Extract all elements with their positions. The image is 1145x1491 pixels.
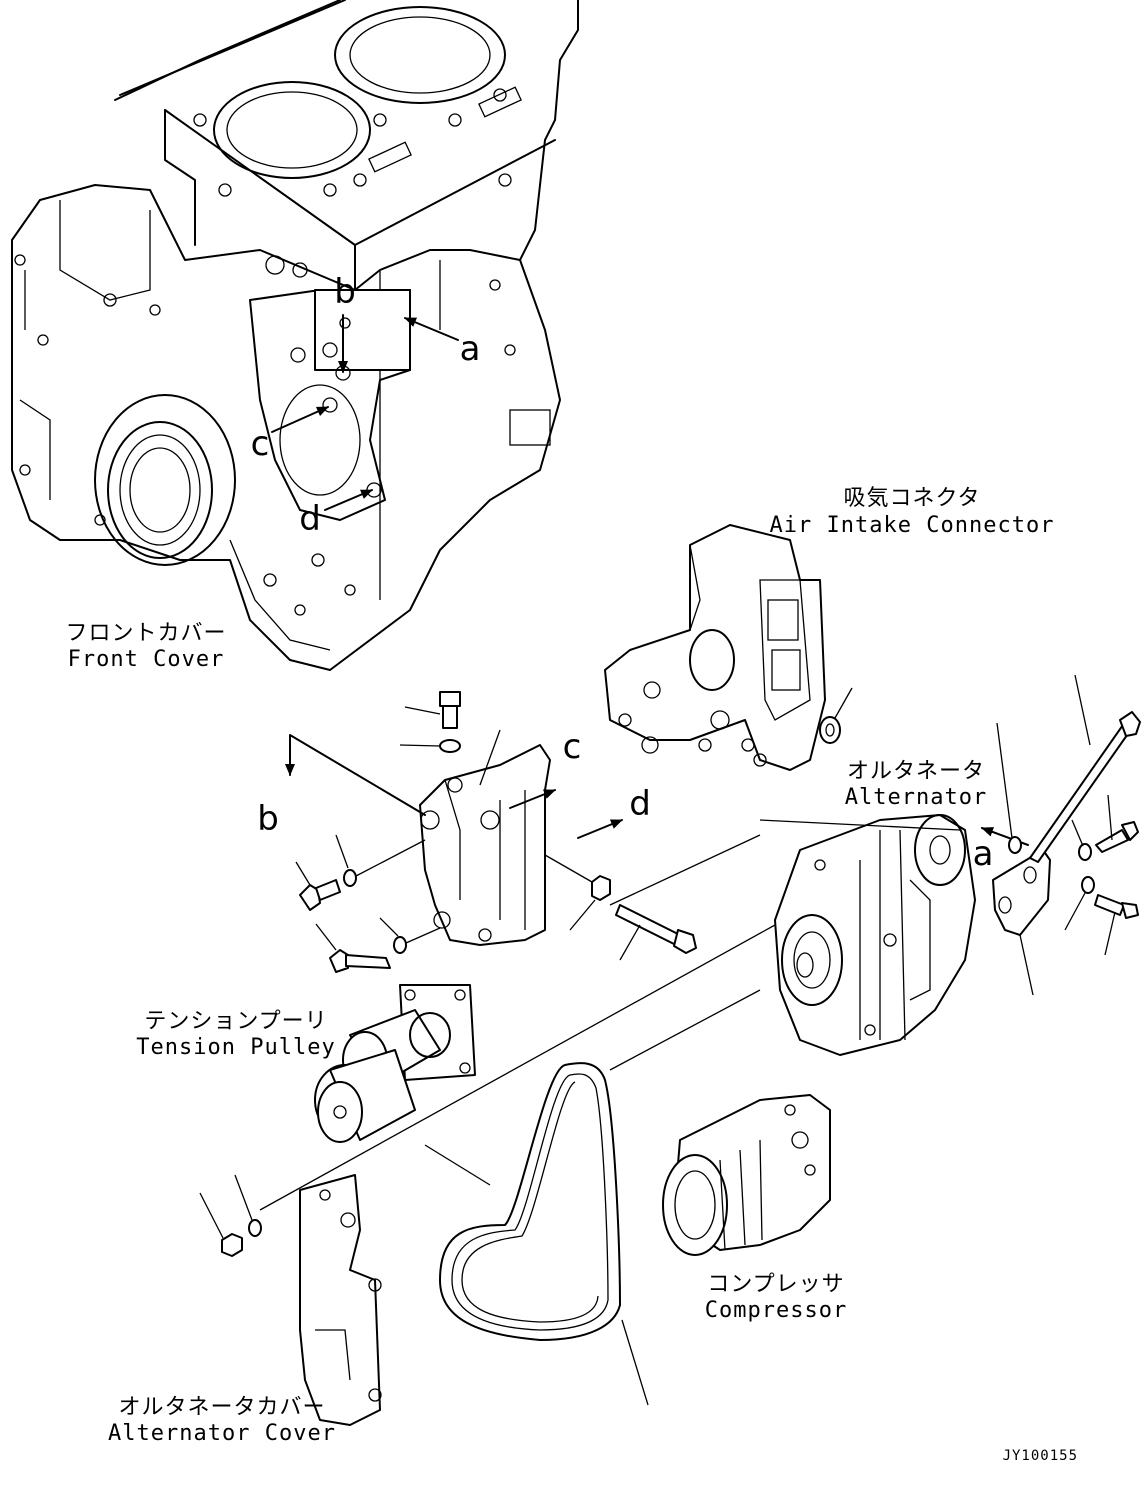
spacer-collar: [819, 687, 853, 744]
tension-pulley-label-jp: テンションプーリ: [144, 1009, 327, 1034]
callout-c-block: c: [251, 424, 270, 464]
alternator-cover: [299, 1174, 382, 1426]
callout-d-block: d: [299, 499, 321, 539]
bracket-top-bolt: [399, 691, 461, 753]
tension-pulley: [314, 984, 476, 1143]
alternator-label-en: Alternator: [845, 785, 987, 810]
tension-pulley-label-en: Tension Pulley: [136, 1035, 335, 1060]
front-cover-label-jp: フロントカバー: [65, 621, 226, 646]
compressor: [662, 1094, 831, 1256]
arrow-d: [577, 819, 623, 839]
assembly-axis-line-3: [759, 819, 961, 831]
callout-a-part: a: [973, 834, 994, 874]
alternator-cover-label-en: Alternator Cover: [108, 1421, 336, 1446]
compressor-label-en: Compressor: [705, 1298, 847, 1323]
callout-b-block: b: [334, 272, 356, 312]
leader-bracket: [479, 729, 501, 786]
alternator-label-jp: オルタネータ: [847, 759, 985, 784]
assembly-axis-line-2: [609, 989, 761, 1071]
drive-belt: [439, 1062, 649, 1406]
assembly-axis-line-4: [424, 1144, 491, 1186]
arrow-c: [509, 789, 556, 809]
callout-b-part: b: [257, 799, 279, 839]
drawing-number: JY100155: [1003, 1448, 1078, 1464]
engine-block-front-cover: [11, 0, 579, 671]
bracket-nut-and-bolt: [544, 834, 761, 961]
alternator: [774, 814, 976, 1056]
bracket-side-bolts: [295, 834, 441, 973]
alternator-mounting-bracket: [419, 744, 551, 946]
arrow-b: [285, 734, 426, 816]
alternator-long-bolt: [996, 674, 1141, 863]
right-side-small-bolts: [1064, 794, 1139, 956]
callout-c-part: c: [563, 727, 582, 767]
callout-a-block: a: [460, 329, 481, 369]
callout-d-part: d: [629, 784, 651, 824]
callout-arrows-block: [271, 314, 459, 511]
cover-nut-washer: [199, 1174, 262, 1257]
air-intake-connector: [604, 524, 826, 771]
air-intake-label-en: Air Intake Connector: [770, 513, 1055, 538]
front-cover-label-en: Front Cover: [68, 647, 225, 672]
compressor-label-jp: コンプレッサ: [707, 1272, 844, 1297]
alternator-adjust-bracket: [992, 849, 1051, 996]
assembly-axis-line-1: [259, 924, 776, 1211]
air-intake-label-jp: 吸気コネクタ: [843, 486, 980, 511]
alternator-cover-label-jp: オルタネータカバー: [118, 1395, 325, 1420]
